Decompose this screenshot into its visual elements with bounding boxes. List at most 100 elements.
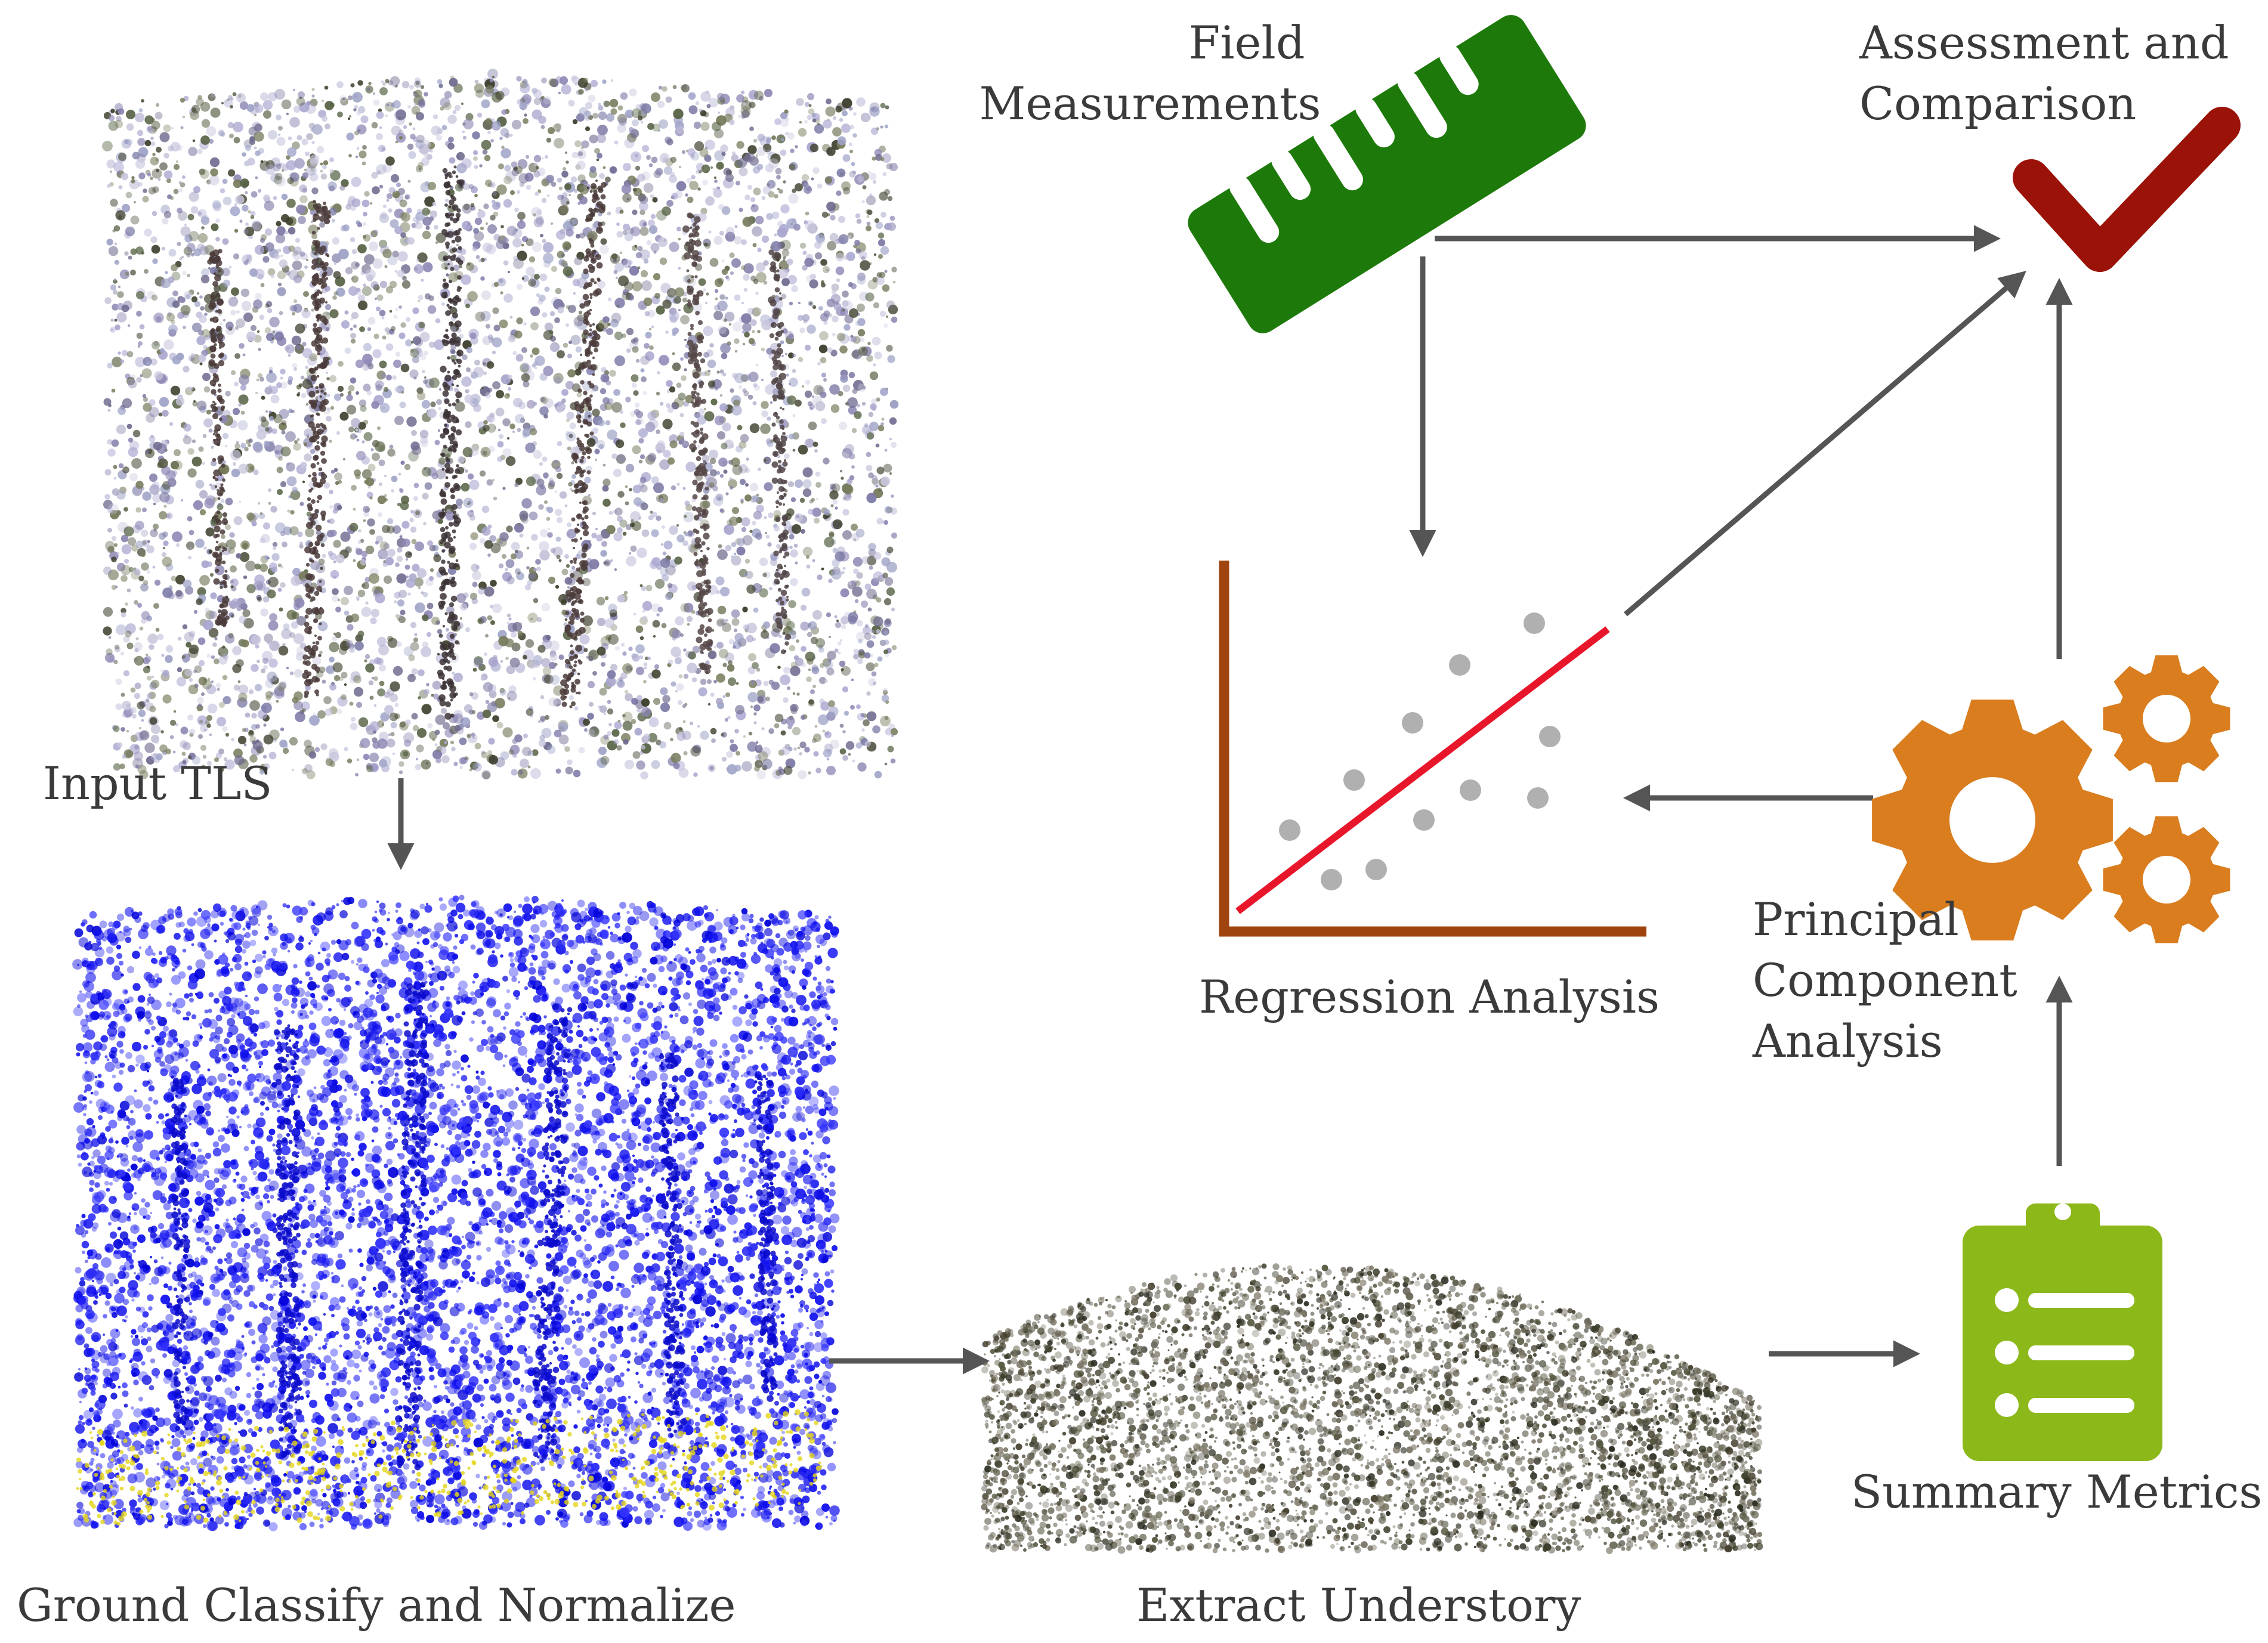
- point: [524, 113, 527, 117]
- point: [507, 437, 509, 440]
- point: [465, 469, 468, 473]
- point: [485, 117, 492, 125]
- point: [232, 407, 240, 416]
- point: [512, 351, 517, 355]
- point: [534, 191, 539, 196]
- point: [455, 401, 465, 412]
- point: [473, 156, 478, 161]
- point: [330, 570, 339, 579]
- point: [272, 542, 278, 547]
- point: [305, 528, 314, 537]
- point: [678, 237, 681, 241]
- point: [744, 558, 750, 564]
- point: [415, 510, 420, 515]
- point: [260, 160, 264, 163]
- point: [756, 147, 766, 156]
- point: [657, 100, 665, 109]
- point: [233, 253, 240, 260]
- point: [385, 156, 395, 166]
- point: [634, 245, 638, 248]
- point: [404, 463, 411, 471]
- point: [670, 738, 673, 741]
- point: [353, 508, 356, 511]
- point: [373, 229, 379, 235]
- point: [567, 586, 570, 589]
- point: [106, 159, 116, 169]
- point: [868, 543, 876, 551]
- point: [394, 386, 400, 392]
- point: [782, 258, 786, 262]
- point: [852, 586, 863, 597]
- point: [189, 231, 199, 242]
- point: [113, 162, 124, 172]
- point: [518, 769, 524, 775]
- point: [734, 236, 742, 245]
- point: [184, 223, 187, 227]
- point: [441, 755, 450, 763]
- point: [749, 126, 754, 131]
- point: [663, 450, 671, 458]
- point: [598, 419, 605, 426]
- point: [400, 363, 410, 373]
- point: [672, 636, 676, 641]
- point: [613, 469, 622, 477]
- point: [808, 699, 814, 705]
- point: [557, 307, 564, 314]
- point: [560, 205, 569, 214]
- point: [536, 293, 540, 298]
- point: [356, 287, 361, 292]
- point: [395, 140, 398, 144]
- point: [804, 182, 809, 188]
- point: [517, 428, 521, 432]
- point: [771, 135, 776, 140]
- point: [453, 762, 458, 766]
- point: [224, 524, 231, 531]
- point: [883, 630, 888, 635]
- point: [592, 511, 597, 516]
- point: [852, 759, 855, 763]
- point: [517, 250, 527, 261]
- point: [862, 425, 872, 435]
- point: [641, 698, 650, 707]
- point: [609, 98, 619, 108]
- point: [132, 714, 137, 719]
- point: [110, 199, 118, 207]
- point: [137, 701, 145, 710]
- point: [587, 680, 595, 689]
- point: [838, 421, 848, 431]
- point: [647, 411, 657, 420]
- point: [384, 265, 388, 268]
- point: [311, 141, 315, 144]
- point: [628, 552, 632, 555]
- point: [783, 667, 790, 674]
- point: [121, 349, 128, 357]
- point: [776, 134, 786, 144]
- point: [475, 311, 486, 322]
- point: [359, 326, 365, 332]
- point: [176, 144, 183, 151]
- point: [719, 294, 725, 300]
- point: [245, 144, 252, 151]
- point: [276, 466, 283, 474]
- point: [489, 412, 495, 418]
- point: [567, 759, 573, 765]
- point: [115, 585, 118, 589]
- point: [596, 596, 605, 606]
- point: [565, 151, 567, 154]
- point: [655, 168, 663, 176]
- point: [138, 575, 144, 581]
- point: [875, 443, 880, 448]
- point: [821, 567, 824, 571]
- point: [687, 196, 694, 203]
- point: [136, 291, 144, 299]
- point: [821, 283, 826, 287]
- point: [685, 462, 696, 472]
- point: [616, 745, 622, 751]
- point: [523, 118, 529, 124]
- point: [390, 326, 396, 332]
- point: [804, 438, 814, 448]
- point: [217, 717, 226, 726]
- point: [251, 220, 262, 231]
- point: [139, 730, 150, 741]
- point: [739, 478, 746, 485]
